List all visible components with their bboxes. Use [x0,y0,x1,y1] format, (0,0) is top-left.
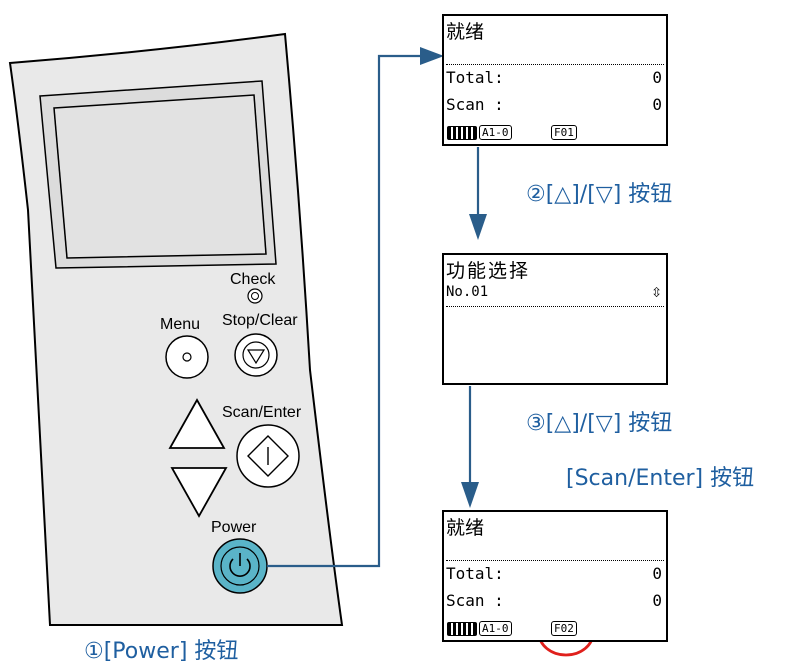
scan-enter-label: Scan/Enter [222,404,302,421]
function-badge: F02 [551,621,577,636]
menu-label: Menu [160,316,201,333]
total-value: 0 [652,68,662,87]
screen-title: 就绪 [446,21,485,43]
scan-value: 0 [652,591,662,610]
connector-line [267,54,420,568]
check-led [247,288,263,304]
total-label: Total: [446,68,504,87]
mode-badge: A1-0 [479,125,512,140]
up-button [168,398,226,449]
step3-caption: ③[△]/[▽] 按钮 [526,411,673,436]
menu-button [165,335,209,379]
down-button [170,467,228,518]
lcd-screen-ready-2: 就绪 Total: 0 Scan : 0 A1-0 F02 [442,510,668,642]
display-screen [53,94,267,259]
scan-label: Scan : [446,591,504,610]
lcd-screen-ready-1: 就绪 Total: 0 Scan : 0 A1-0 F01 [442,14,668,146]
scan-value: 0 [652,95,662,114]
battery-icon [447,126,477,140]
function-number: No.01 [446,284,489,300]
step1-caption: ①[Power] 按钮 [84,639,239,664]
step2-caption: ②[△]/[▽] 按钮 [526,182,673,207]
scroll-arrows-icon: ⇳ [651,281,662,302]
lcd-screen-function-select: 功能选择 No.01 ⇳ [442,253,668,385]
stop-icon [246,349,266,365]
function-badge: F01 [551,125,577,140]
stop-clear-label: Stop/Clear [222,312,298,329]
scan-label: Scan : [446,95,504,114]
check-label: Check [230,271,276,288]
step3-caption-line2: [Scan/Enter] 按钮 [566,466,755,491]
arrow-to-screen1 [420,47,444,65]
battery-icon [447,622,477,636]
screen-title: 就绪 [446,517,485,539]
stop-clear-button [234,333,278,377]
total-label: Total: [446,564,504,583]
screen-title: 功能选择 [446,260,531,282]
power-label: Power [211,519,257,536]
arrow-to-screen3 [461,482,479,508]
arrow-to-screen2 [469,214,487,240]
scan-icon [247,435,289,477]
mode-badge: A1-0 [479,621,512,636]
total-value: 0 [652,564,662,583]
power-icon [229,558,251,577]
